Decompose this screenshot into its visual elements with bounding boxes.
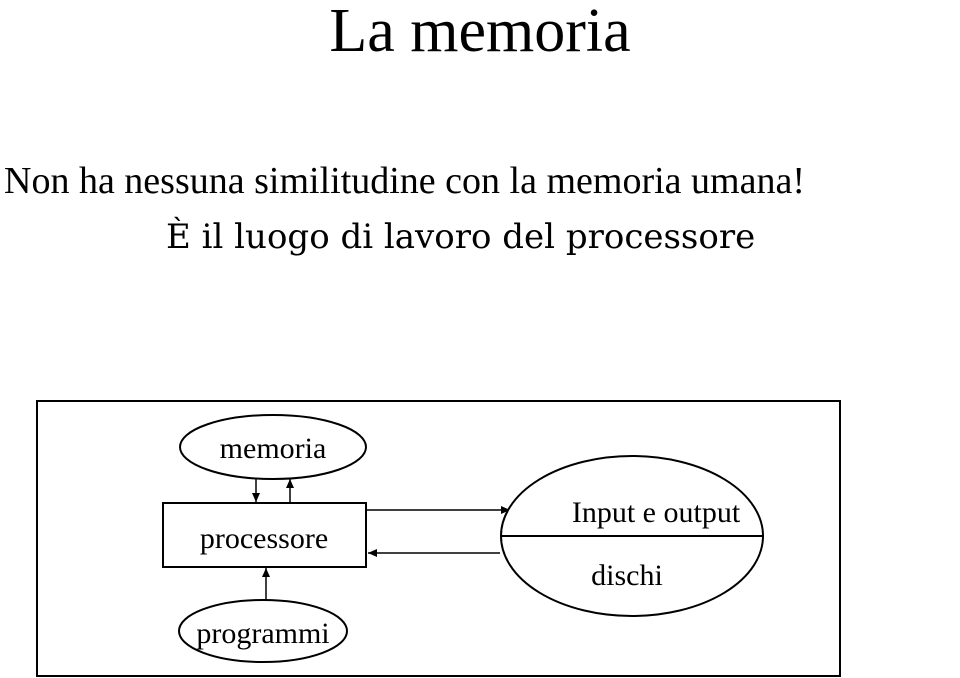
memoria-node: [179, 414, 367, 480]
diagram-frame: [36, 400, 841, 677]
io-bottom-label: dischi: [591, 559, 663, 592]
programmi-node: [178, 599, 348, 663]
statement-line-2: È il luogo di lavoro del processore: [166, 217, 756, 257]
processore-node: [162, 502, 367, 568]
processore-label: processore: [200, 522, 328, 555]
slide-title: La memoria: [329, 0, 631, 65]
programmi-label: programmi: [196, 617, 329, 650]
statement-line-1: Non ha nessuna similitudine con la memor…: [4, 160, 805, 202]
io-top-label: Input e output: [572, 496, 741, 529]
memoria-label: memoria: [220, 432, 327, 465]
